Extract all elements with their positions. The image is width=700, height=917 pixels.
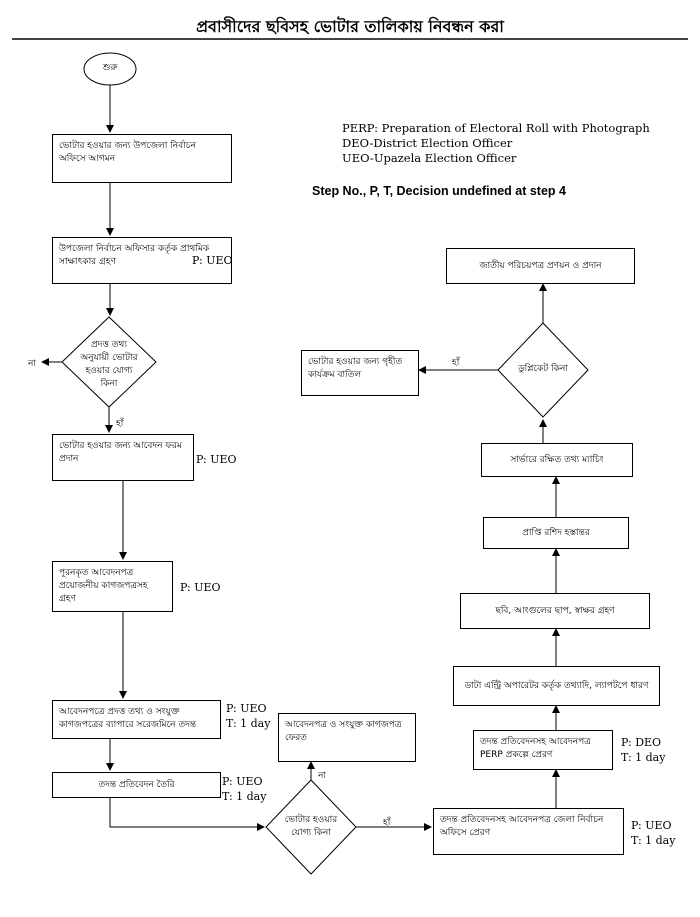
note-verify-p: P: UEO [226, 702, 267, 715]
legend-ueo: UEO-Upazela Election Officer [342, 151, 517, 165]
step-receive: পূরনকৃত আবেদনপত্র প্রয়োজনীয় কাগজপত্রসহ… [52, 561, 173, 612]
note-report-p: P: UEO [222, 775, 263, 788]
step-arrival: ভোটার হওয়ার জন্য উপজেলা নির্বাচন অফিসে … [52, 134, 232, 183]
note-send-district-t: T: 1 day [631, 834, 676, 847]
step-return: আবেদনপত্র ও সংযুক্ত কাগজপত্র ফেরত [278, 713, 416, 762]
decision-duplicate-text: ডুপ্লিকেট কিনা [518, 364, 568, 374]
step-send-district: তদন্ত প্রতিবেদনসহ আবেদনপত্র জেলা নির্বাচ… [433, 808, 624, 855]
step-verify: আবেদনপত্রে প্রদত্ত তথ্য ও সংযুক্ত কাগজপত… [52, 700, 221, 739]
step-nid: জাতীয় পরিচয়পত্র প্রণয়ন ও প্রদান [446, 248, 635, 284]
note-send-perp-p: P: DEO [621, 736, 662, 749]
legend-perp: PERP: Preparation of Electoral Roll with… [342, 121, 650, 135]
step-interview: উপজেলা নির্বাচন অফিসার কর্তৃক প্রাথমিক স… [52, 237, 232, 284]
start-label: শুরু [102, 63, 118, 73]
note-send-district-p: P: UEO [631, 819, 672, 832]
step-cancel: ভোটার হওয়ার জন্য গৃহীত কার্যক্রম বাতিল [301, 350, 419, 396]
legend-deo: DEO-District Election Officer [342, 136, 513, 150]
step-send-perp: তদন্ত প্রতিবেদনসহ আবেদনপত্র PERP প্রকল্প… [473, 730, 613, 770]
step-report: তদন্ত প্রতিবেদন তৈরি [52, 772, 221, 798]
label-no-left: না [28, 359, 36, 369]
step-matching: সার্ভারে রক্ষিত তথ্য ম্যাচিং [481, 443, 633, 477]
page-title: প্রবাসীদের ছবিসহ ভোটার তালিকায় নিবন্ধন … [196, 17, 504, 36]
note-send-perp-t: T: 1 day [621, 751, 666, 764]
conn-report-decision [109, 798, 265, 831]
step-biometrics: ছবি, আংগুলের ছাপ, স্বাক্ষর গ্রহণ [460, 593, 650, 629]
note-receive: P: UEO [180, 581, 221, 594]
label-yes-left: হাঁ [116, 419, 124, 429]
label-yes-bottom: হাঁ [383, 818, 391, 828]
note-verify-t: T: 1 day [226, 717, 271, 730]
note-report-t: T: 1 day [222, 790, 267, 803]
note-form: P: UEO [196, 453, 237, 466]
decision-duplicate [497, 322, 589, 418]
step-receipt: প্রাপ্তি রশিদ হস্তান্তর [483, 517, 629, 549]
decision-eligible-info-text: প্রদত্ত তথ্য অনুযায়ী ভোটার হওয়ার যোগ্য… [80, 340, 138, 389]
title-divider [12, 38, 688, 40]
decision-eligible [265, 779, 357, 875]
label-yes-right: হাঁ [452, 358, 460, 368]
note-interview: P: UEO [192, 254, 233, 267]
step-note: Step No., P, T, Decision undefined at st… [312, 184, 566, 198]
label-no-bottom: না [318, 771, 326, 781]
decision-eligible-text: ভোটার হওয়ার যোগ্য কিনা [284, 815, 338, 838]
step-form: ভোটার হওয়ার জন্য আবেদন ফরম প্রদান [52, 434, 194, 481]
step-data-entry: ডাটা এন্ট্রি অপারেটর কর্তৃক তথ্যাদি, ল্য… [453, 666, 660, 706]
